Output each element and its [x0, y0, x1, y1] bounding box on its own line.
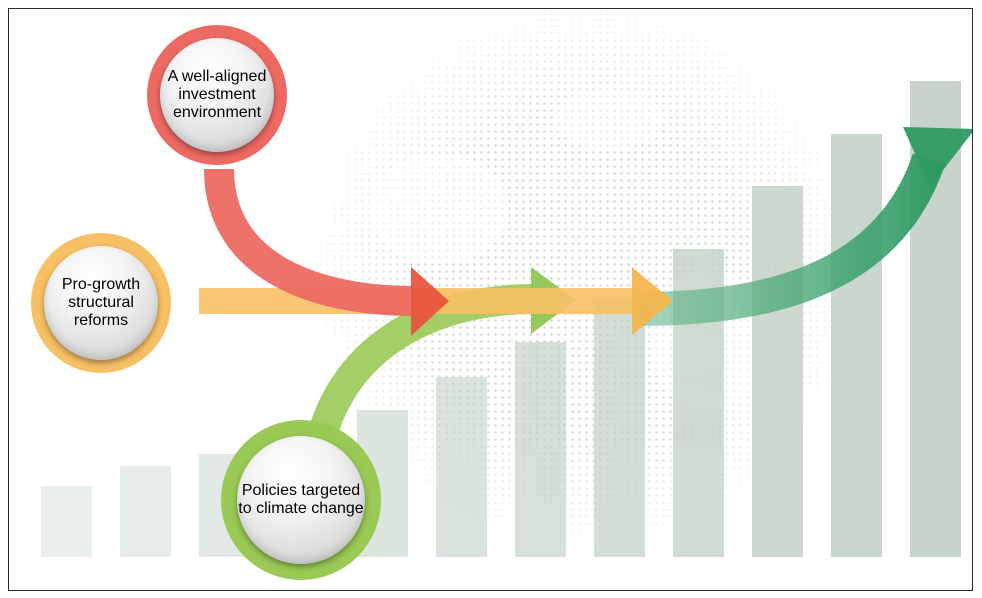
rising-bars — [41, 81, 961, 557]
investment-node: A well-aligned investment environment — [147, 25, 287, 165]
investment-arrow — [204, 168, 449, 336]
investment-node-label: A well-aligned investment environment — [167, 68, 267, 121]
climate-node: Policies targeted to climate change — [221, 420, 381, 580]
background-bar — [515, 342, 566, 557]
climate-node-label: Policies targeted to climate change — [238, 482, 364, 517]
background-bar — [41, 486, 92, 557]
background-bar — [831, 134, 882, 557]
growth-arrow — [638, 127, 972, 326]
background-bar — [120, 466, 171, 557]
background-bar — [752, 186, 803, 557]
reforms-node-center: Pro-growth structural reforms — [44, 246, 158, 360]
diagram-frame: A well-aligned investment environment Pr… — [8, 8, 973, 591]
climate-node-center: Policies targeted to climate change — [237, 436, 365, 564]
reforms-node: Pro-growth structural reforms — [31, 233, 171, 373]
reforms-node-label: Pro-growth structural reforms — [61, 276, 141, 329]
diagram-artwork — [41, 9, 972, 557]
investment-node-center: A well-aligned investment environment — [160, 38, 274, 152]
background-bar — [436, 377, 487, 557]
background-bar — [594, 300, 645, 557]
